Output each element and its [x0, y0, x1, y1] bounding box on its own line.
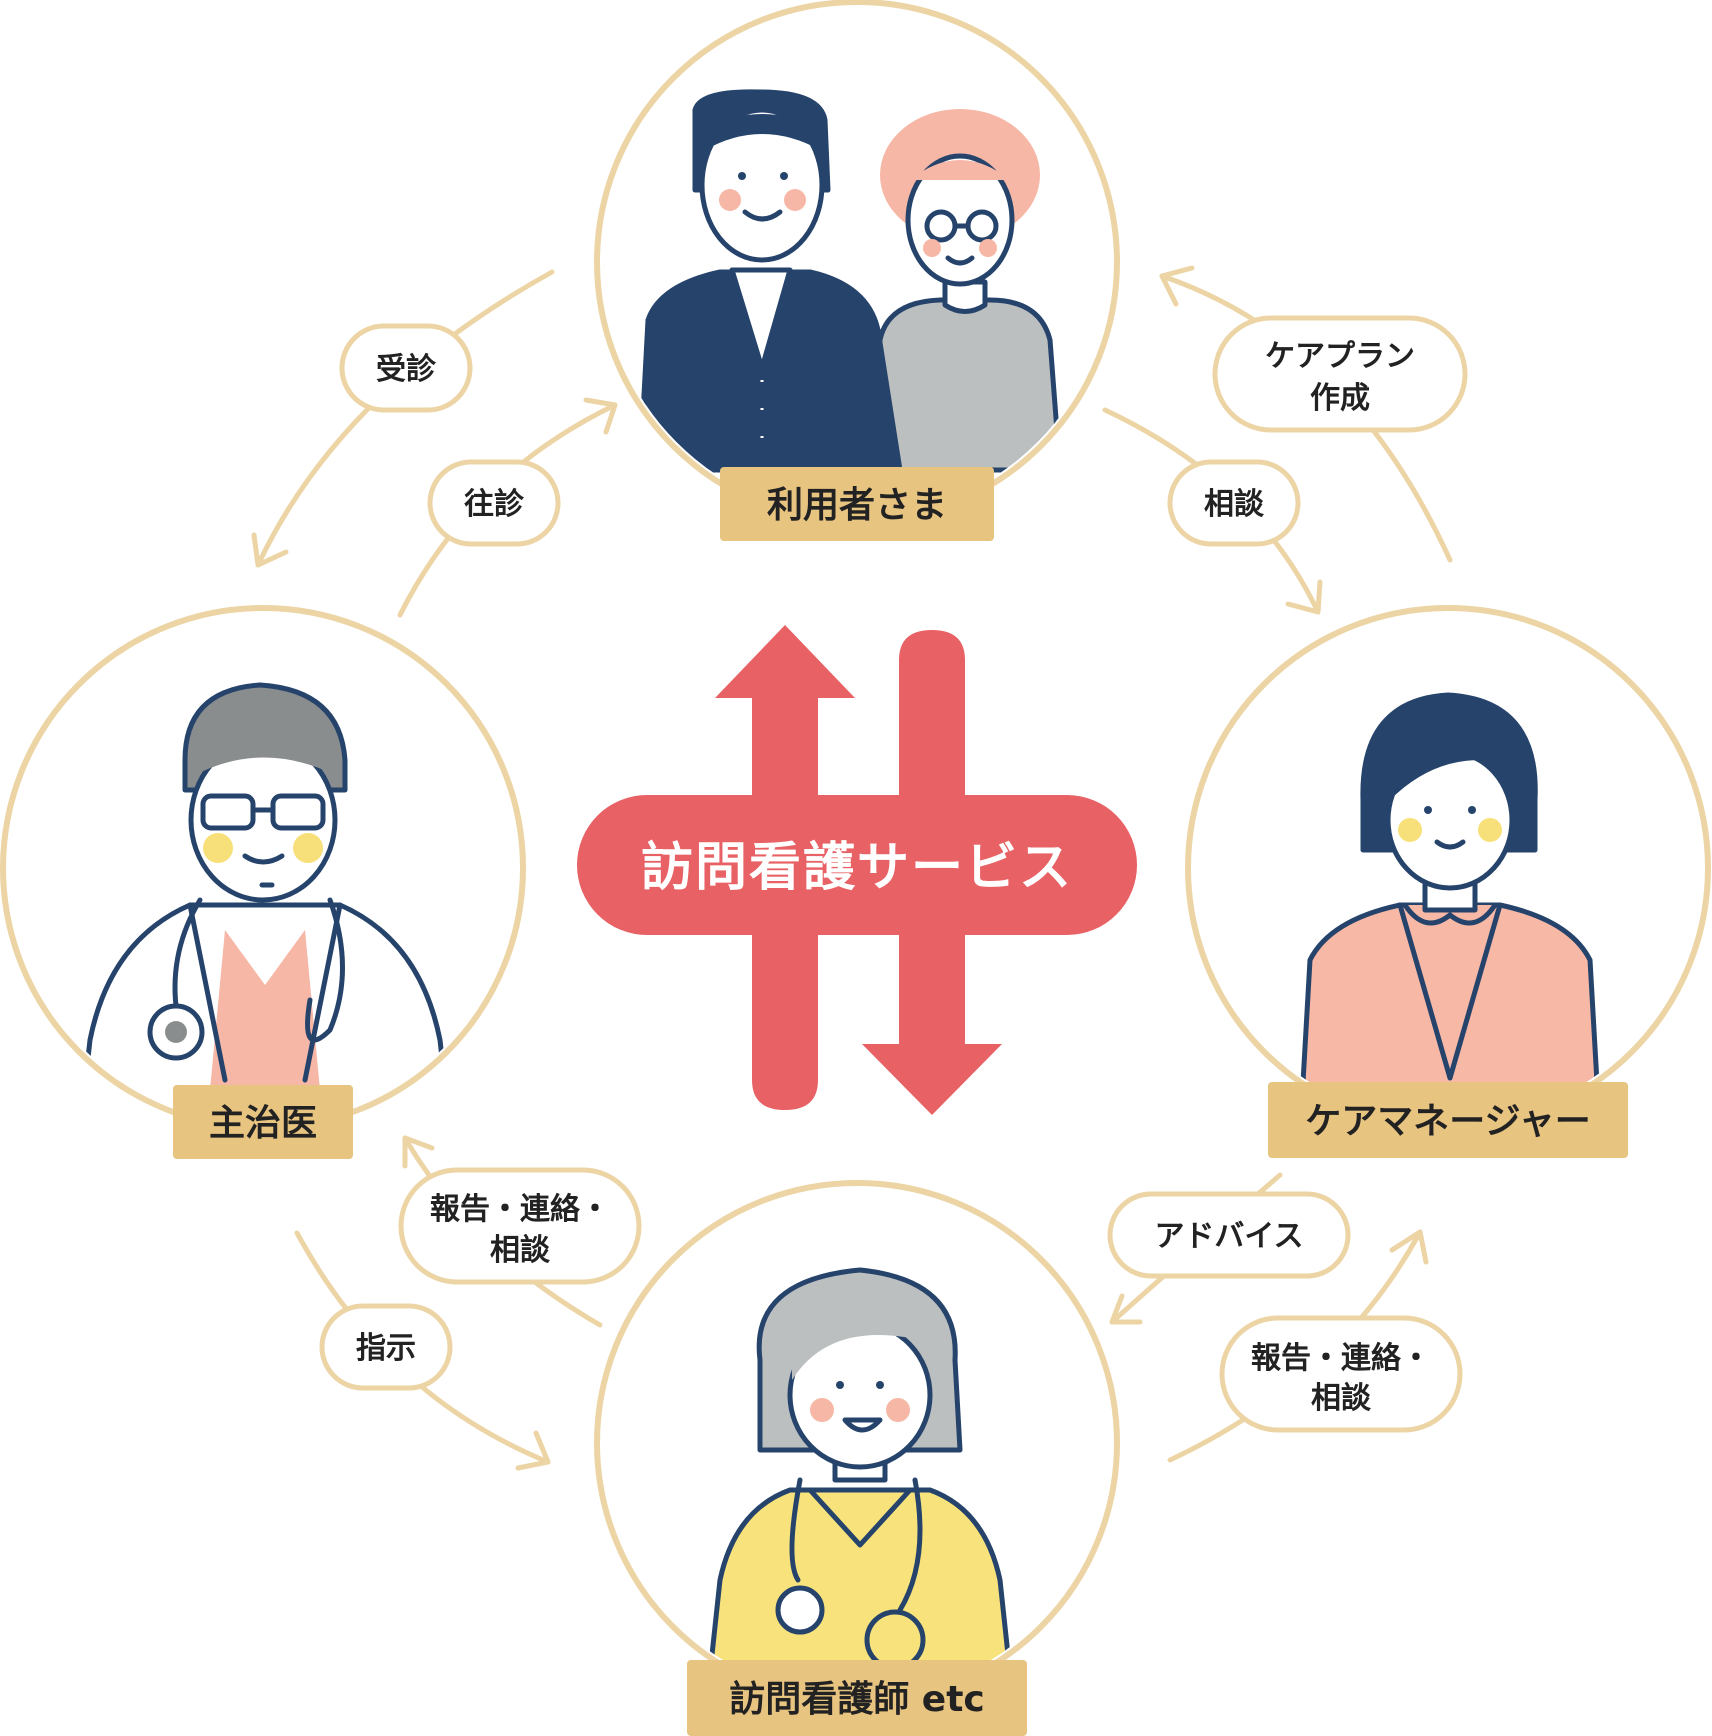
- pill-instruction: 指示: [319, 1303, 453, 1391]
- care-manager-tag: ケアマネージャー: [1268, 1082, 1628, 1158]
- care-manager-label: ケアマネージャー: [1305, 1101, 1590, 1142]
- pill-consult-text: 相談: [1204, 487, 1265, 522]
- pill-report-to-care-manager: 報告・連絡・ 相談: [1219, 1315, 1463, 1433]
- center-label-pill: [577, 795, 1137, 935]
- pill-report-to-care-manager-text-1: 報告・連絡・: [1251, 1341, 1431, 1376]
- user-label: 利用者さま: [767, 485, 947, 526]
- pill-advice-text: アドバイス: [1154, 1219, 1303, 1254]
- doctor-tag: 主治医: [173, 1085, 353, 1159]
- care-manager-illustration: [1299, 692, 1601, 1103]
- user-tag: 利用者さま: [720, 467, 994, 541]
- pill-care-plan-text-2: 作成: [1310, 381, 1370, 416]
- arrowhead-instruction: [515, 1430, 551, 1471]
- pill-home-visit: 往診: [427, 459, 561, 547]
- nurse-tag: 訪問看護師 etc: [687, 1660, 1027, 1736]
- pill-report-to-doctor: 報告・連絡・ 相談: [398, 1167, 642, 1285]
- arrowhead-consultation-visit: [251, 532, 289, 568]
- doctor-label: 主治医: [209, 1103, 317, 1144]
- pill-report-to-care-manager-text-2: 相談: [1311, 1381, 1372, 1416]
- elderly-couple-illustration: [637, 89, 1063, 473]
- pill-report-to-doctor-text-1: 報告・連絡・: [430, 1192, 610, 1227]
- pill-home-visit-text: 往診: [464, 487, 525, 522]
- arrowhead-report-to-care-manager: [1389, 1229, 1429, 1265]
- pill-consultation-visit: 受診: [339, 323, 473, 413]
- pill-instruction-text: 指示: [356, 1331, 416, 1366]
- doctor-illustration: [77, 682, 453, 1123]
- arrowhead-care-plan: [1159, 265, 1195, 307]
- pill-care-plan-text-1: ケアプラン: [1265, 339, 1415, 374]
- nurse-label: 訪問看護師 etc: [729, 1679, 985, 1720]
- arrowhead-advice: [1109, 1293, 1143, 1325]
- pill-consultation-visit-text: 受診: [376, 352, 437, 387]
- center-label: 訪問看護サービス: [641, 838, 1073, 898]
- center-exchange-arrows: 訪問看護サービス: [577, 625, 1137, 1115]
- arrowhead-home-visit: [583, 397, 618, 435]
- arrowhead-report-to-doctor: [402, 1135, 435, 1169]
- arrowhead-consult: [1285, 579, 1323, 615]
- pill-consult: 相談: [1167, 459, 1301, 547]
- pill-report-to-doctor-text-2: 相談: [490, 1233, 551, 1268]
- pill-advice: アドバイス: [1107, 1191, 1351, 1279]
- pill-care-plan: ケアプラン 作成: [1212, 315, 1468, 433]
